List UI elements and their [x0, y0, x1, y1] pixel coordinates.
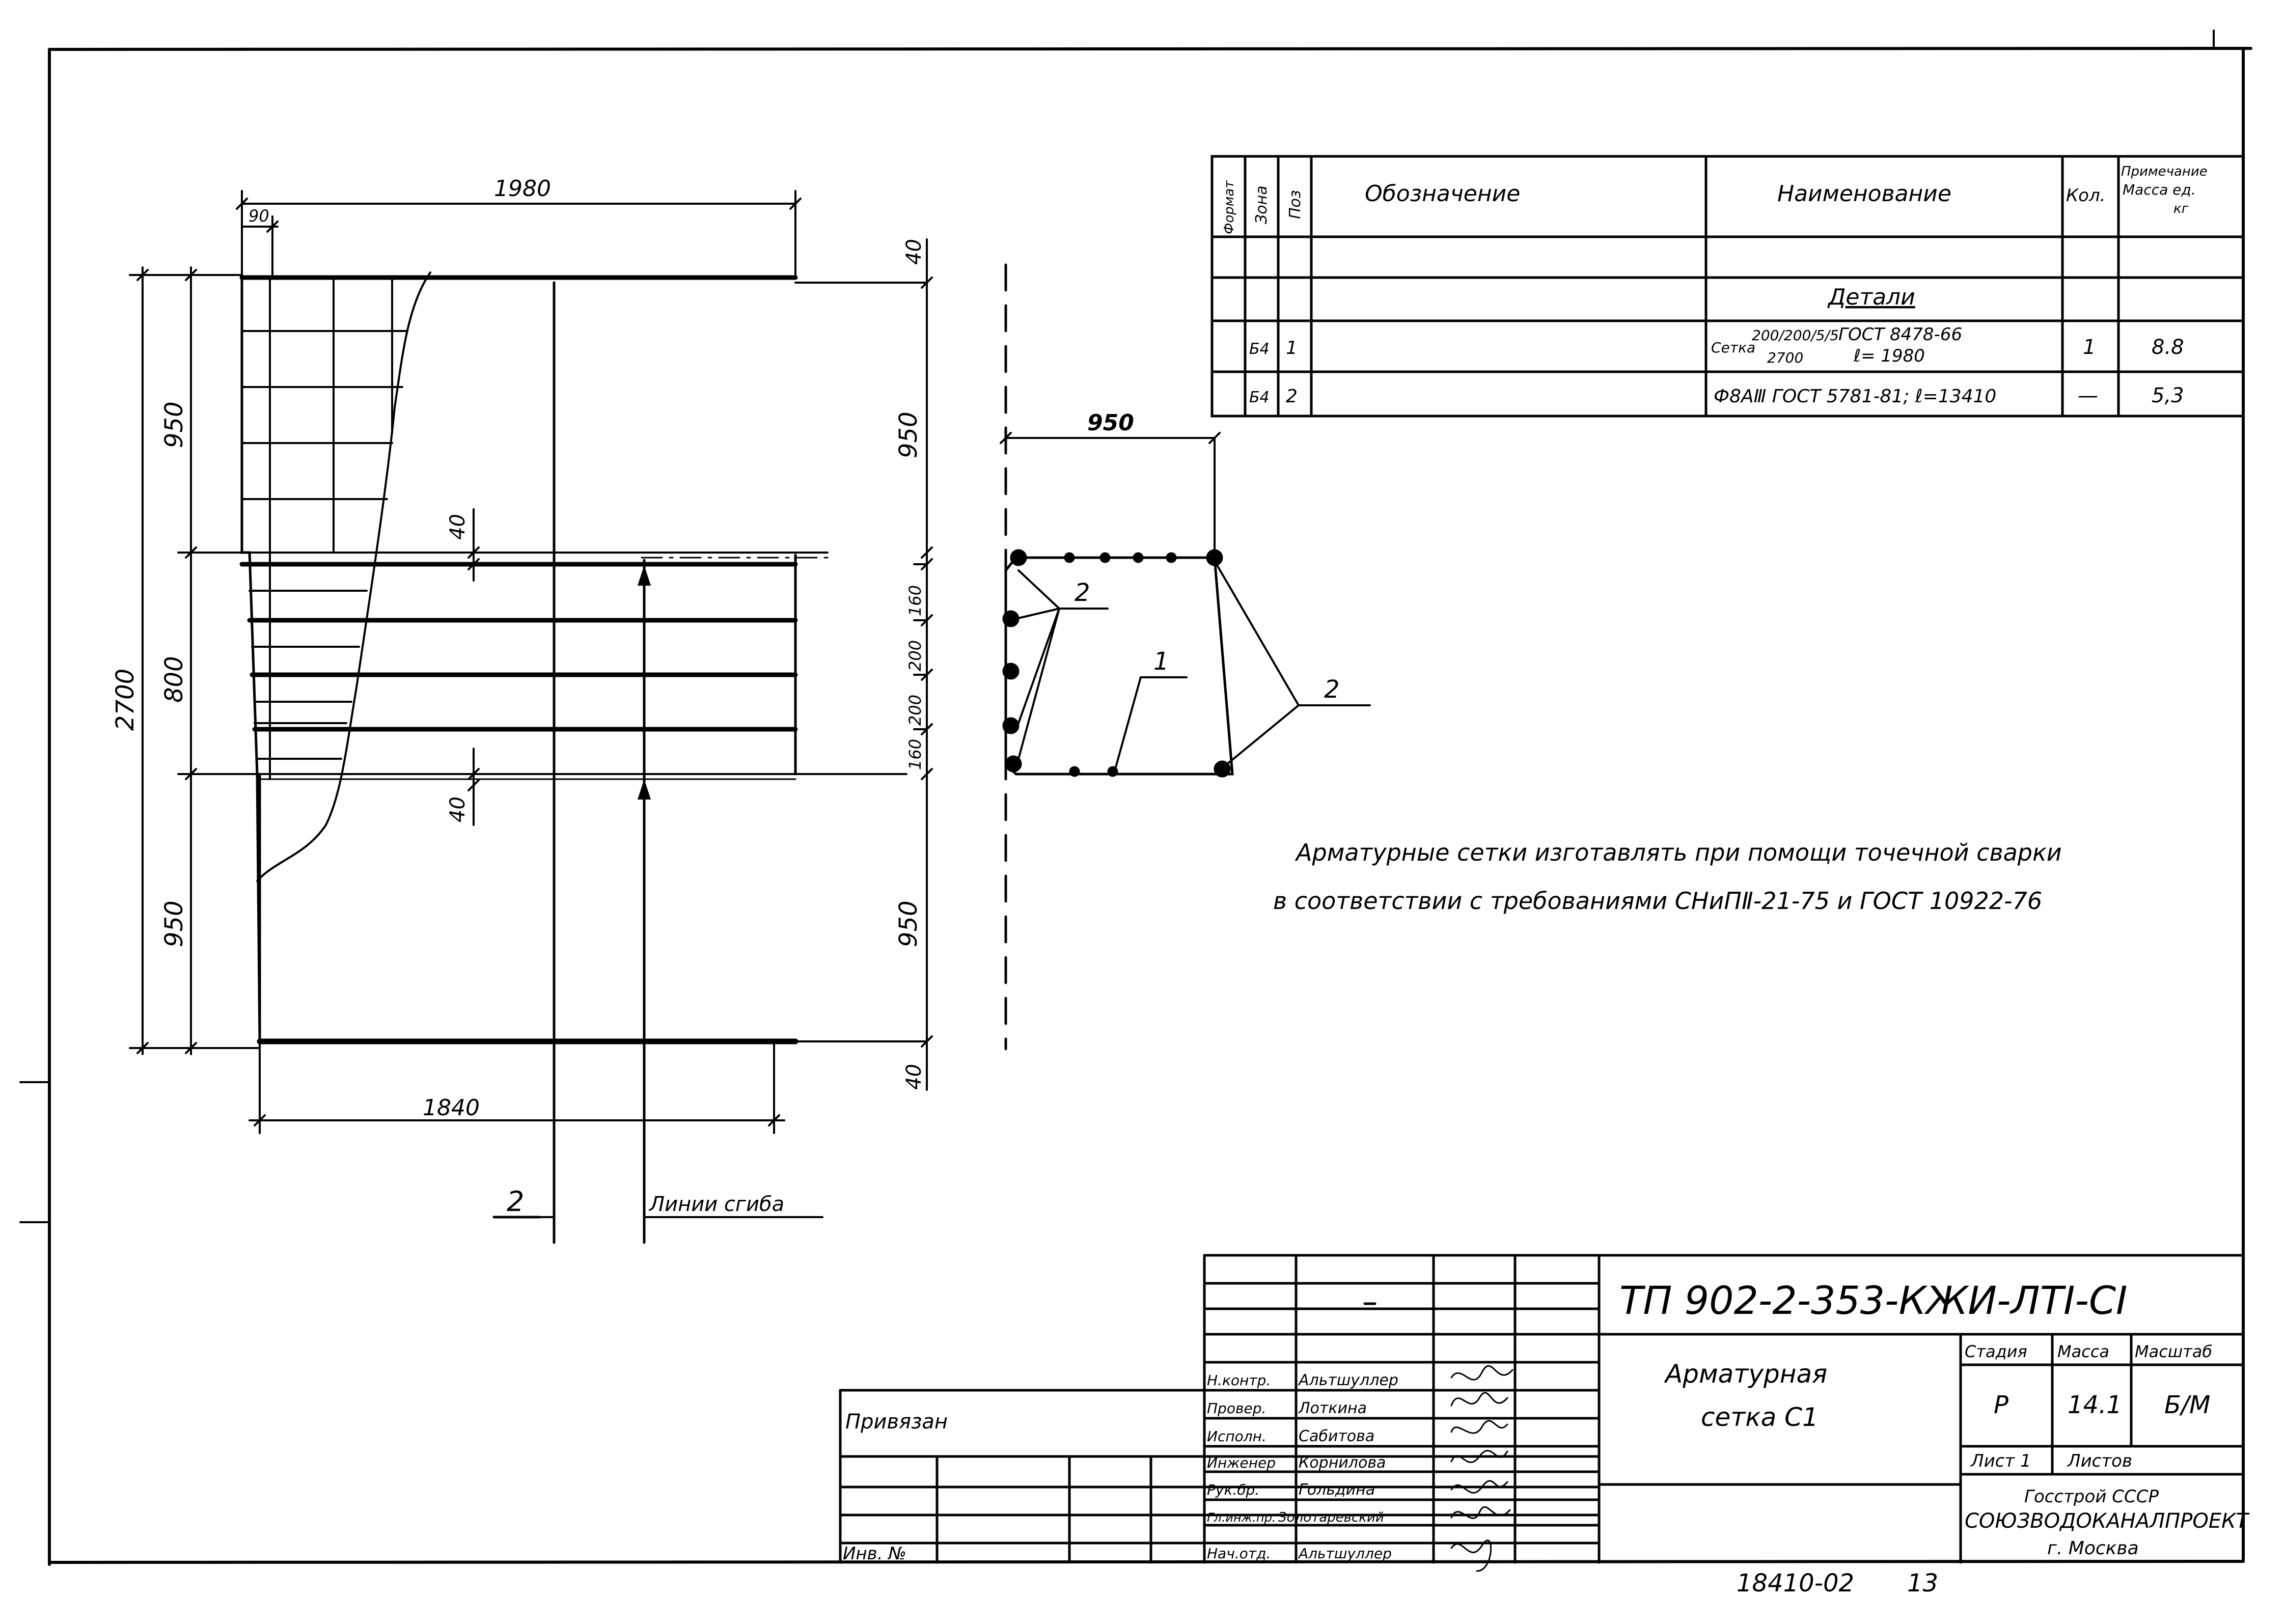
- header-qty: Кол.: [2066, 185, 2105, 206]
- name-1: Альтшуллер: [1298, 1371, 1398, 1389]
- header-designation: Обозначение: [1365, 181, 1520, 207]
- scale-label: Масштаб: [2135, 1342, 2212, 1361]
- header-format: Формат: [1222, 180, 1237, 234]
- scale-value: Б/М: [2164, 1391, 2211, 1419]
- dim-left-950-lower: 950: [160, 900, 188, 947]
- row1-name-frac-bottom: 2700: [1767, 349, 1803, 366]
- role-3: Исполн.: [1207, 1428, 1267, 1445]
- row1-name-prefix: Сетка: [1711, 339, 1755, 356]
- name-7: Альтшуллер: [1298, 1545, 1392, 1562]
- plan-dimension-texts: 1980 90 2700 950 800 950 40 950 160 200 …: [111, 176, 926, 1121]
- dim-right-40-top: 40: [902, 239, 926, 265]
- name-2: Лоткина: [1298, 1399, 1367, 1417]
- mesh-plan-bars: [239, 275, 928, 1044]
- header-pos: Поз: [1286, 190, 1304, 219]
- spec-table-headers: Формат Зона Поз Обозначение Наименование…: [1222, 164, 2208, 234]
- sheet-label: Лист 1: [1970, 1451, 2031, 1471]
- row2-name: Ф8АⅢ ГОСТ 5781-81; ℓ=13410: [1714, 386, 1996, 407]
- row2-pos: 2: [1286, 386, 1298, 407]
- dim-right-200-a: 200: [905, 640, 925, 671]
- title-block-grid: [839, 1254, 2245, 1564]
- footer-number: 18410-02: [1737, 1569, 1854, 1598]
- mass-value: 14.1: [2068, 1391, 2122, 1419]
- name-4: Корнилова: [1299, 1454, 1386, 1472]
- row1-name-length: ℓ= 1980: [1853, 346, 1925, 366]
- dim-right-200-b: 200: [905, 695, 925, 726]
- sheets-label: Листов: [2067, 1451, 2132, 1471]
- stage-label: Стадия: [1965, 1342, 2027, 1361]
- dim-top-90: 90: [249, 206, 269, 226]
- name-3: Сабитова: [1299, 1427, 1374, 1445]
- dim-inner-40-bottom: 40: [446, 796, 470, 822]
- section-texts: 950 2 1 2 2 Линии сгиба: [507, 410, 1340, 1218]
- org-line-2: СОЮЗВОДОКАНАЛПРОЕКТ: [1965, 1509, 2250, 1533]
- fabrication-note: Арматурные сетки изготавлять при помощи …: [1273, 839, 2062, 915]
- section-dim-950: 950: [1087, 410, 1134, 436]
- cross-section: [1000, 432, 1371, 778]
- row2-mass: 5,3: [2152, 384, 2184, 407]
- dim-top-1980: 1980: [494, 176, 551, 202]
- footer-page: 13: [1907, 1569, 1938, 1598]
- note-line-1: Арматурные сетки изготавлять при помощи …: [1295, 839, 2062, 866]
- header-name: Наименование: [1777, 181, 1951, 207]
- header-note-l1: Примечание: [2121, 164, 2208, 179]
- row1-qty: 1: [2083, 336, 2096, 359]
- org-line-3: г. Москва: [2047, 1538, 2139, 1559]
- role-1: Н.контр.: [1207, 1372, 1271, 1389]
- drawing-code: ТП 902-2-353-КЖИ-ЛТI-CI: [1619, 1278, 2127, 1323]
- row1-mass: 8.8: [2152, 336, 2184, 359]
- role-2: Провер.: [1207, 1400, 1266, 1417]
- mass-label: Масса: [2057, 1342, 2109, 1361]
- mesh-plan-outline: [240, 271, 797, 1244]
- org-line-1: Госстрой СССР: [2024, 1487, 2159, 1507]
- inv-no-label: Инв. №: [843, 1544, 906, 1564]
- role-5: Рук.бр.: [1207, 1481, 1259, 1498]
- role-4: Инженер: [1207, 1454, 1276, 1471]
- row2-qty: —: [2078, 384, 2098, 407]
- signatures: [1450, 1365, 1513, 1572]
- name-6: Золотаревский: [1278, 1510, 1384, 1525]
- row1-zone: Б4: [1249, 340, 1270, 358]
- callout-1: 1: [1153, 647, 1169, 676]
- dim-right-950-upper: 950: [894, 411, 923, 458]
- dim-right-950-lower: 950: [894, 900, 923, 947]
- title-line-2: сетка С1: [1701, 1402, 1819, 1432]
- header-note-l2: Масса ед.: [2123, 181, 2196, 198]
- stage-value: Р: [1994, 1391, 2008, 1419]
- name-5: Гольдина: [1299, 1481, 1375, 1499]
- spec-table-grid: [1210, 155, 2245, 418]
- bend-lines-label: Линии сгиба: [648, 1193, 784, 1216]
- row1-name-frac-top: 200/200/5/5: [1752, 327, 1839, 344]
- dim-right-160-b: 160: [905, 739, 925, 770]
- privyazan-label: Привязан: [845, 1410, 948, 1434]
- role-6: Гл.инж.пр.: [1207, 1510, 1276, 1525]
- section-mark: 2: [507, 1186, 524, 1218]
- note-line-2: в соответствии с требованиями СНиПⅡ-21-7…: [1273, 887, 2042, 915]
- dim-right-160-a: 160: [905, 585, 925, 616]
- dim-left-950-upper: 950: [160, 401, 188, 448]
- dim-bottom-1840: 1840: [423, 1095, 480, 1121]
- spec-table-body: Детали Б4 1 Сетка 200/200/5/5 2700 ГОСТ …: [1249, 284, 2184, 407]
- row1-pos: 1: [1286, 338, 1298, 359]
- row2-zone: Б4: [1249, 389, 1270, 406]
- title-line-1: Арматурная: [1664, 1359, 1827, 1389]
- role-7: Нач.отд.: [1207, 1545, 1271, 1562]
- callout-2-right: 2: [1324, 675, 1340, 704]
- plan-dimension-lines: [129, 190, 933, 1218]
- row1-name-gost: ГОСТ 8478-66: [1838, 324, 1962, 345]
- dim-left-800: 800: [160, 656, 188, 703]
- header-zone: Зона: [1253, 185, 1271, 224]
- title-block-texts: ТП 902-2-353-КЖИ-ЛТI-CI Арматурная сетка…: [843, 1278, 2250, 1564]
- callout-2-left: 2: [1075, 579, 1090, 607]
- footer: 18410-02 13: [1737, 1569, 1938, 1598]
- header-note-l3: кг: [2173, 201, 2189, 216]
- dim-right-40-bottom: 40: [902, 1064, 926, 1090]
- section-title: Детали: [1827, 284, 1915, 310]
- dim-left-2700: 2700: [111, 669, 140, 731]
- dim-inner-40-top: 40: [446, 514, 470, 540]
